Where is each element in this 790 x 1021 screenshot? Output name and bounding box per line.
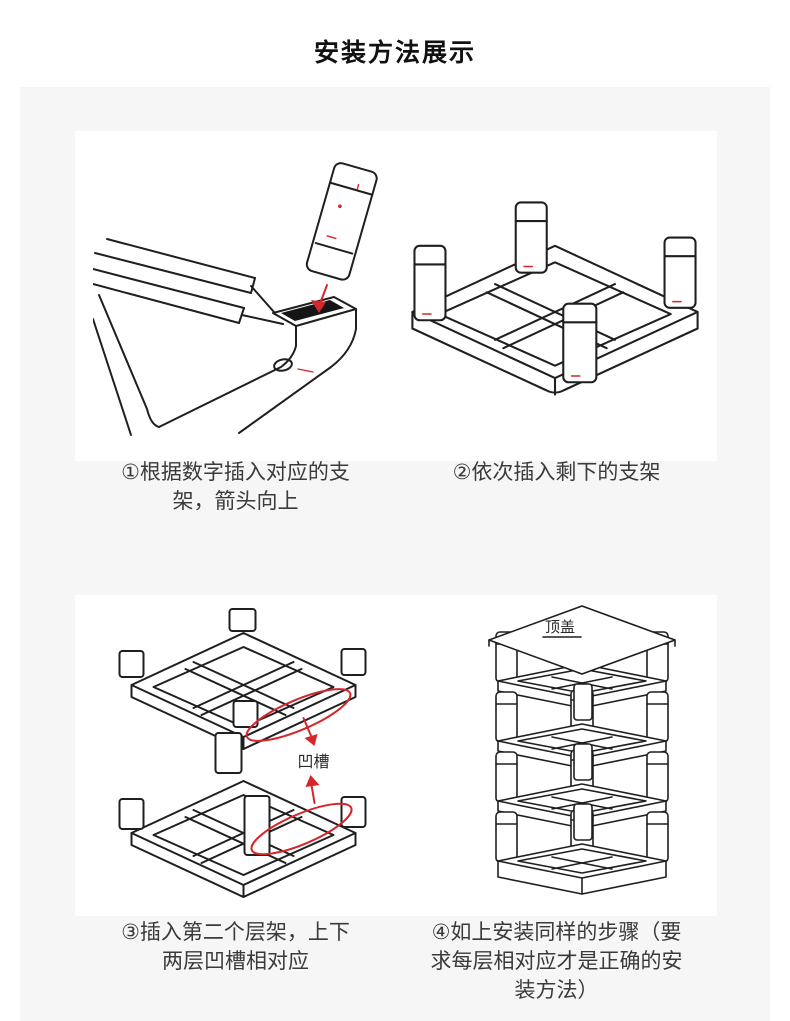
groove-highlight-lower [250, 802, 353, 856]
diagram-card-top [75, 131, 717, 461]
step-3-caption: ③插入第二个层架，上下两层凹槽相对应 [121, 921, 350, 973]
support-leg-right [663, 236, 697, 309]
support-leg-left [413, 244, 447, 322]
caption-row-1: ①根据数字插入对应的支架，箭头向上 ②依次插入剩下的支架 [75, 459, 717, 517]
diagram-step-4-full-stack: 顶盖 [488, 605, 676, 895]
groove-highlight-upper [245, 688, 352, 742]
top-cover: 顶盖 [488, 605, 676, 675]
diagram-step-3-stack-layers: 凹槽 [118, 608, 367, 898]
diagram-step-2-frame-with-legs [411, 201, 699, 396]
step-4-caption: ④如上安装同样的步骤（要求每层相对应才是正确的安装方法） [430, 921, 683, 1002]
red-pointer-mark [297, 368, 314, 373]
support-leg-front [562, 302, 598, 384]
caption-row-2: ③插入第二个层架，上下两层凹槽相对应 ④如上安装同样的步骤（要求每层相对应才是正… [75, 919, 717, 1006]
instruction-panel: ①根据数字插入对应的支架，箭头向上 ②依次插入剩下的支架 [20, 87, 770, 1021]
red-arrow-up-icon [305, 775, 320, 804]
step-1-caption: ①根据数字插入对应的支架，箭头向上 [121, 461, 350, 513]
step-2-caption: ②依次插入剩下的支架 [452, 461, 661, 484]
stack-base-layer [495, 803, 669, 895]
diagram-card-bottom: 凹槽 [75, 595, 717, 916]
diagram-step-1-insert-support [93, 162, 378, 436]
support-leg [305, 162, 378, 281]
red-arrow-down-icon [311, 284, 328, 313]
red-arrow-down-icon [302, 717, 318, 746]
groove-label: 凹槽 [298, 753, 330, 771]
corner-hole [273, 358, 293, 372]
upper-layer [118, 608, 367, 774]
page-title: 安装方法展示 [313, 39, 476, 67]
socket-slot [281, 300, 344, 321]
support-leg-back [514, 201, 548, 274]
top-cover-label: 顶盖 [545, 619, 575, 636]
lower-layer [118, 780, 367, 898]
